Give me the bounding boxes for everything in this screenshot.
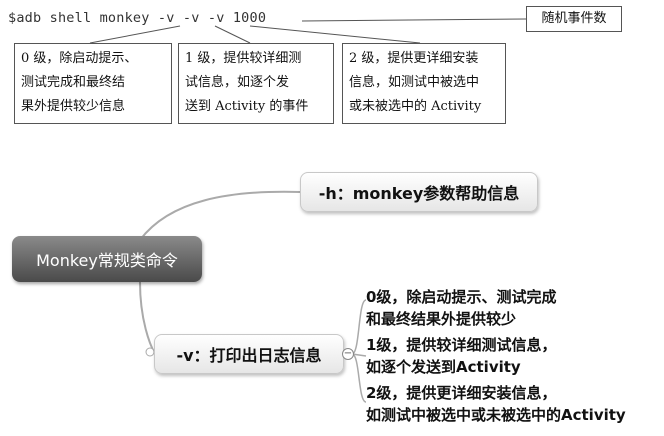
- callout-pointer-v3: [249, 25, 421, 44]
- callout-level-1: 1 级，提供较详细测 试信息，如逐个发 送到 Activity 的事件: [178, 43, 334, 124]
- leaf-level-1: 1级，提供较详细测试信息， 如逐个发送到Activity: [366, 336, 557, 376]
- adb-command-text: $adb shell monkey -v -v -v 1000: [8, 10, 267, 26]
- mindmap-root-node[interactable]: Monkey常规类命令: [12, 236, 202, 282]
- branch-line-v: [139, 281, 156, 355]
- leaf-line-0: [351, 299, 367, 355]
- leaf-level-2: 2级，提供更详细安装信息， 如测试中被选中或未被选中的Activity: [366, 384, 626, 424]
- callout-level-0: 0 级，除启动提示、 测试完成和最终结 果外提供较少信息: [14, 43, 172, 124]
- leaf-line-2: [351, 353, 367, 403]
- callout-pointer-v2: [214, 25, 251, 44]
- callout-event-count: 随机事件数: [526, 6, 622, 32]
- branch-node-v: [145, 347, 155, 357]
- leaf-line-1: [351, 353, 367, 357]
- collapse-toggle-icon[interactable]: −: [342, 348, 354, 360]
- topic-verbose[interactable]: -v：打印出日志信息: [154, 334, 344, 374]
- callout-pointer-v1: [89, 25, 181, 44]
- branch-line-h: [139, 190, 301, 241]
- callout-pointer-count: [301, 18, 527, 22]
- leaf-level-0: 0级，除启动提示、测试完成 和最终结果外提供较少: [366, 288, 557, 328]
- callout-level-2: 2 级，提供更详细安装 信息，如测试中被选中 或未被选中的 Activity: [342, 43, 506, 124]
- topic-help[interactable]: -h：monkey参数帮助信息: [300, 172, 538, 212]
